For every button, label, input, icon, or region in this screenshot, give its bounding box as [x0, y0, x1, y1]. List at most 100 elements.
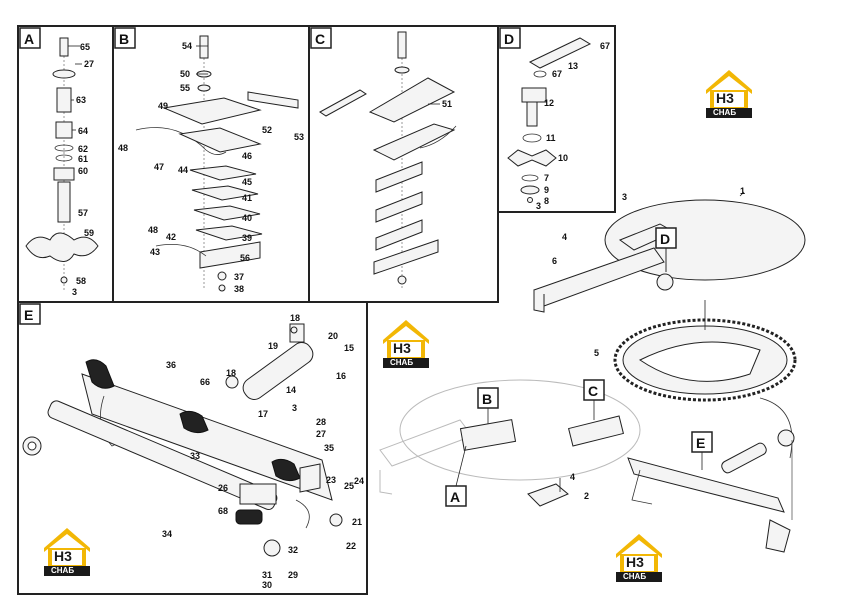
label-e-68: 68 [218, 506, 228, 516]
label-b-42: 42 [166, 232, 176, 242]
label-e-19: 19 [268, 341, 278, 351]
label-d-8: 8 [544, 196, 549, 206]
callout-b: B [482, 391, 492, 407]
logo-letters: H3 [626, 554, 644, 570]
callout-c: C [588, 383, 598, 399]
label-b-44: 44 [178, 165, 188, 175]
label-main-1: 1 [740, 186, 745, 196]
label-e-18: 18 [290, 313, 300, 323]
label-b-55: 55 [180, 83, 190, 93]
label-e-36: 36 [166, 360, 176, 370]
callout-d: D [660, 231, 670, 247]
label-b-54: 54 [182, 41, 192, 51]
label-e-3: 3 [292, 403, 297, 413]
logo-caption: СНАБ [623, 572, 647, 581]
label-main-5: 5 [594, 348, 599, 358]
label-b-49: 49 [158, 101, 168, 111]
label-d-10: 10 [558, 153, 568, 163]
label-a-65: 65 [80, 42, 90, 52]
panel-b-letter: B [119, 31, 129, 47]
label-e-14: 14 [286, 385, 296, 395]
label-a-62: 62 [78, 144, 88, 154]
label-d-12: 12 [544, 98, 554, 108]
label-a-63: 63 [76, 95, 86, 105]
panel-b-drawing [135, 35, 299, 292]
label-a-60: 60 [78, 166, 88, 176]
logo-caption: СНАБ [51, 566, 75, 575]
label-b-46: 46 [242, 151, 252, 161]
label-c-51: 51 [442, 99, 452, 109]
logo-caption: СНАБ [390, 358, 414, 367]
label-main-4: 4 [562, 232, 567, 242]
panel-d-drawing [507, 37, 592, 203]
callout-e: E [696, 435, 705, 451]
label-e-33: 33 [190, 451, 200, 461]
label-a-57: 57 [78, 208, 88, 218]
label-b-53: 53 [294, 132, 304, 142]
main-assembly [379, 199, 806, 553]
label-d-3: 3 [536, 201, 541, 211]
panel-e-frame [17, 301, 368, 595]
panel-a-letter: A [24, 31, 34, 47]
logo-letters: H3 [54, 548, 72, 564]
label-e-31: 31 [262, 570, 272, 580]
label-e-32: 32 [288, 545, 298, 555]
label-d-67: 67 [600, 41, 610, 51]
panel-c-letter: C [315, 31, 325, 47]
label-a-27: 27 [84, 59, 94, 69]
label-e-35: 35 [324, 443, 334, 453]
logo-caption: СНАБ [713, 108, 737, 117]
label-b-48: 48 [118, 143, 128, 153]
label-e-18b: 18 [226, 368, 236, 378]
label-main-3: 3 [622, 192, 627, 202]
label-b-52: 52 [262, 125, 272, 135]
panel-d-letter: D [504, 31, 514, 47]
label-a-58: 58 [76, 276, 86, 286]
label-e-66: 66 [200, 377, 210, 387]
panel-c-drawing [319, 31, 457, 290]
label-e-27: 27 [316, 429, 326, 439]
label-e-29: 29 [288, 570, 298, 580]
label-b-39: 39 [242, 233, 252, 243]
label-b-48b: 48 [148, 225, 158, 235]
panel-d-frame [497, 25, 616, 213]
panel-e-letter: E [24, 307, 33, 323]
label-a-61: 61 [78, 154, 88, 164]
label-e-30: 30 [262, 580, 272, 590]
label-e-34: 34 [162, 529, 172, 539]
label-main-2: 2 [584, 491, 589, 501]
panel-e-drawing [22, 323, 343, 557]
label-b-56: 56 [240, 253, 250, 263]
label-b-41: 41 [242, 193, 252, 203]
label-b-47: 47 [154, 162, 164, 172]
label-d-13: 13 [568, 61, 578, 71]
label-e-23: 23 [326, 475, 336, 485]
callout-a: A [450, 489, 460, 505]
label-e-26: 26 [218, 483, 228, 493]
logo-bottom-right: H3 СНАБ [614, 530, 664, 584]
label-e-25: 25 [344, 481, 354, 491]
label-e-17: 17 [258, 409, 268, 419]
label-a-3: 3 [72, 287, 77, 297]
label-d-67b: 67 [552, 69, 562, 79]
label-main-4b: 4 [570, 472, 575, 482]
label-e-24: 24 [354, 476, 364, 486]
label-b-40: 40 [242, 213, 252, 223]
label-b-38: 38 [234, 284, 244, 294]
label-b-37: 37 [234, 272, 244, 282]
label-e-20: 20 [328, 331, 338, 341]
label-e-22: 22 [346, 541, 356, 551]
label-main-6: 6 [552, 256, 557, 266]
logo-letters: H3 [716, 90, 734, 106]
logo-middle: H3 СНАБ [381, 316, 431, 370]
label-a-64: 64 [78, 126, 88, 136]
label-e-15: 15 [344, 343, 354, 353]
logo-letters: H3 [393, 340, 411, 356]
label-d-7: 7 [544, 173, 549, 183]
label-a-59: 59 [84, 228, 94, 238]
label-b-45: 45 [242, 177, 252, 187]
label-b-43: 43 [150, 247, 160, 257]
panel-a-drawing [25, 37, 99, 290]
label-e-16: 16 [336, 371, 346, 381]
